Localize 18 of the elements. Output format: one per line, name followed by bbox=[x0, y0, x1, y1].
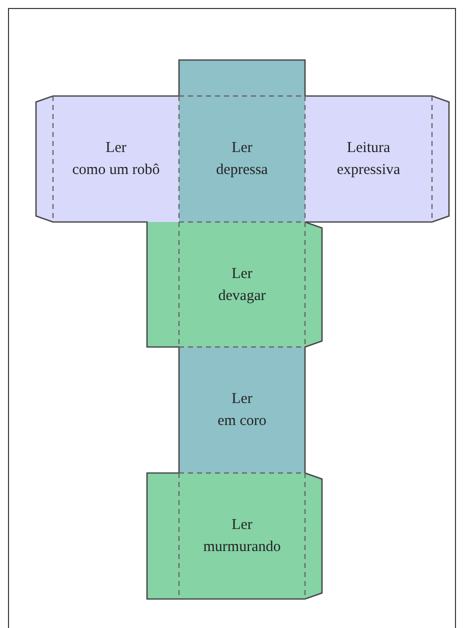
cube-face bbox=[305, 96, 432, 222]
face-label: expressiva bbox=[336, 161, 400, 180]
face-label: Ler bbox=[232, 139, 252, 158]
face-label: Ler bbox=[106, 139, 126, 158]
cube-face bbox=[179, 473, 305, 599]
face-label: murmurando bbox=[203, 538, 281, 557]
cube-face bbox=[179, 96, 305, 222]
face-label: depressa bbox=[216, 161, 268, 180]
face-label: como um robô bbox=[72, 161, 160, 180]
face-label: Ler bbox=[232, 516, 252, 535]
face-label: Leitura bbox=[346, 139, 390, 158]
face-label: devagar bbox=[218, 286, 266, 306]
cube-face bbox=[179, 347, 305, 473]
face-label: em coro bbox=[218, 412, 266, 431]
face-label: Ler bbox=[232, 390, 252, 409]
face-label: Ler bbox=[232, 264, 252, 284]
cube-face bbox=[53, 96, 179, 222]
cube-face bbox=[179, 222, 305, 347]
